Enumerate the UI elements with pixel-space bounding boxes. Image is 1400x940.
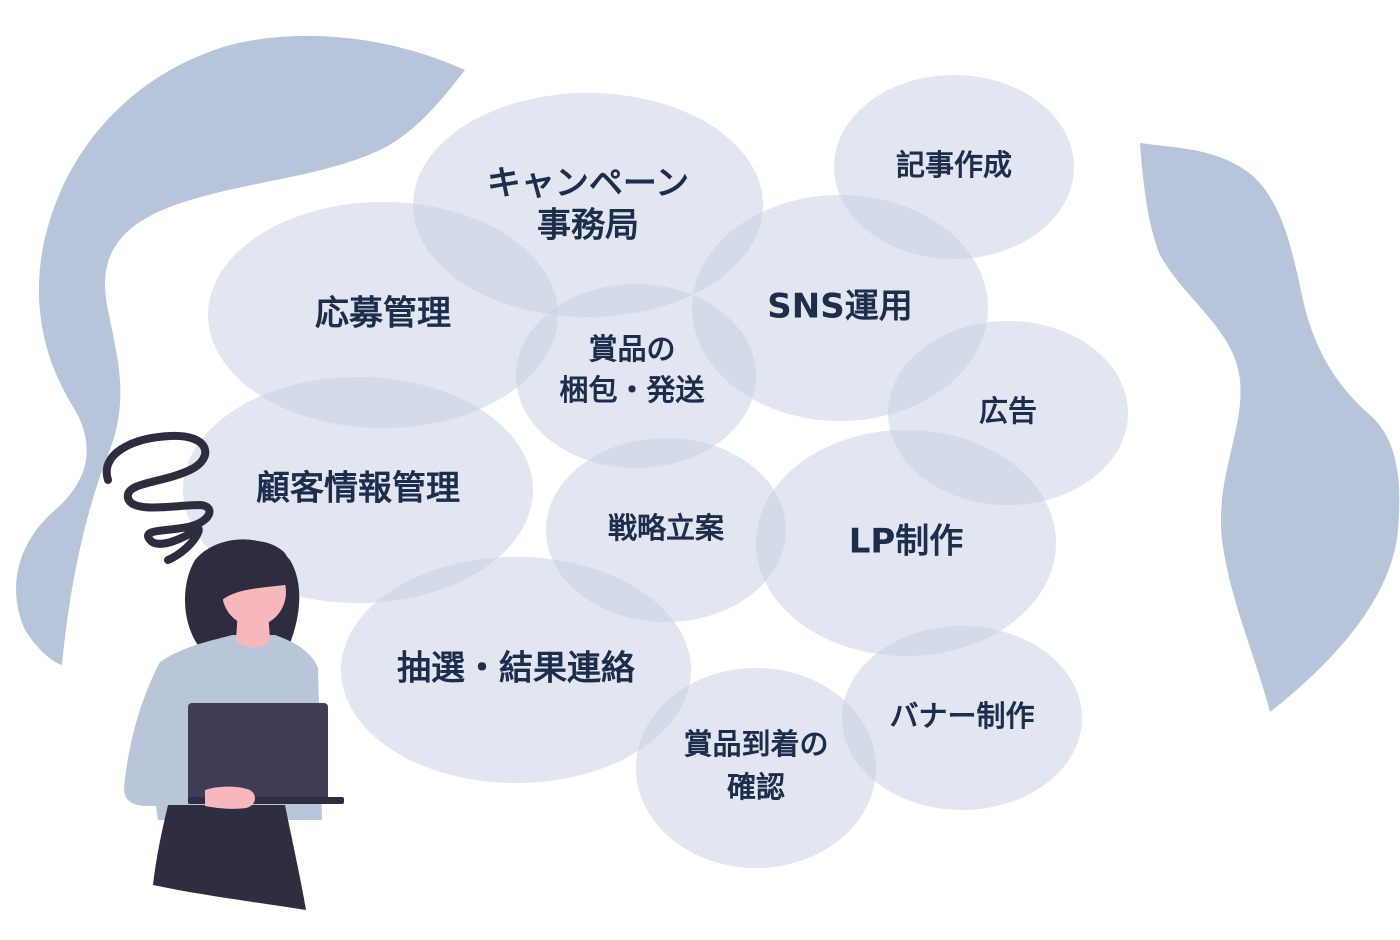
bubble-prize-check	[636, 668, 876, 868]
task-bubbles	[183, 75, 1128, 868]
label-customer: 顧客情報管理	[256, 469, 460, 509]
label-campaign-line1: キャンペーン	[487, 164, 689, 204]
label-lottery: 抽選・結果連絡	[397, 649, 636, 689]
label-prize-pack-line2: 梱包・発送	[559, 373, 704, 407]
label-banner: バナー制作	[889, 699, 1034, 733]
bubble-lottery	[341, 557, 691, 783]
laptop-screen	[188, 703, 328, 801]
left-background-blob	[16, 35, 465, 666]
confusion-spiral-icon	[102, 431, 214, 564]
task-labels: キャンペーン 事務局 記事作成 応募管理 SNS運用 賞品の 梱包・発送 広告 …	[256, 148, 1037, 804]
bubble-entry	[208, 202, 558, 428]
label-prize-pack-line1: 賞品の	[588, 332, 675, 366]
label-campaign-line2: 事務局	[537, 206, 639, 246]
confused-woman-with-laptop	[124, 539, 344, 910]
label-lp: LP制作	[849, 522, 964, 562]
right-background-blob	[1140, 143, 1400, 712]
bubble-prize-pack	[516, 284, 756, 468]
label-prize-check-line2: 確認	[727, 770, 785, 804]
bubble-banner	[842, 626, 1082, 810]
label-sns: SNS運用	[767, 287, 912, 327]
label-prize-check-line1: 賞品到着の	[683, 727, 828, 761]
woman-hand	[205, 786, 255, 809]
label-entry: 応募管理	[315, 294, 451, 334]
woman-left-arm	[124, 662, 210, 806]
woman-front-hair	[213, 541, 292, 600]
woman-skirt	[153, 805, 306, 910]
label-article: 記事作成	[896, 148, 1012, 182]
bubble-lp	[756, 430, 1056, 656]
label-strategy: 戦略立案	[608, 511, 725, 545]
label-ads: 広告	[979, 394, 1037, 428]
